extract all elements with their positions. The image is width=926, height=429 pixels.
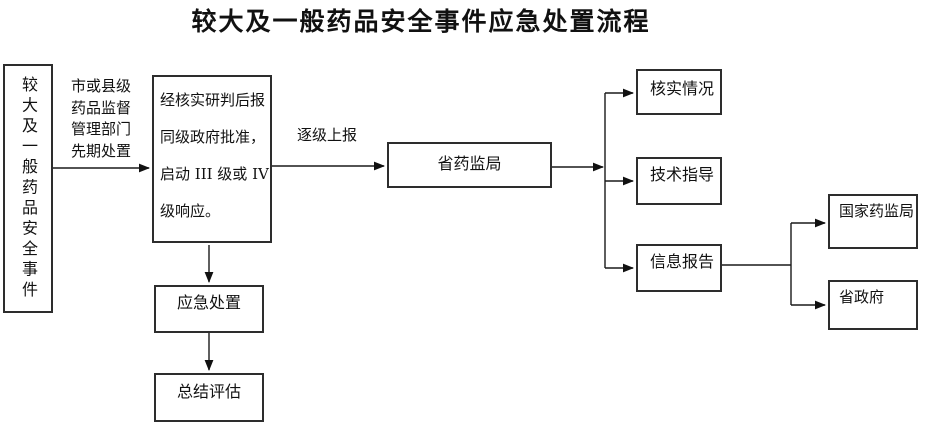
node-national: 国家药监局 <box>828 194 918 249</box>
edge-label-early-disposal: 市或县级 药品监督 管理部门 先期处置 <box>71 77 132 160</box>
page-title: 较大及一般药品安全事件应急处置流程 <box>191 7 651 36</box>
edge-label-escalate: 逐级上报 <box>297 126 358 144</box>
node-emergency: 应急处置 <box>154 285 264 333</box>
node-report: 信息报告 <box>636 244 722 292</box>
node-incident: 较大及一般药品安全事件 <box>3 64 53 313</box>
node-response: 经核实研判后报 同级政府批准， 启动 III 级或 IV 级响应。 <box>152 75 272 243</box>
node-provgov: 省政府 <box>828 280 918 330</box>
node-summary: 总结评估 <box>154 373 264 422</box>
node-verify: 核实情况 <box>636 69 722 115</box>
node-incident-label: 较大及一般药品安全事件 <box>19 75 38 302</box>
node-provincial: 省药监局 <box>387 142 552 188</box>
node-guidance: 技术指导 <box>636 157 722 205</box>
